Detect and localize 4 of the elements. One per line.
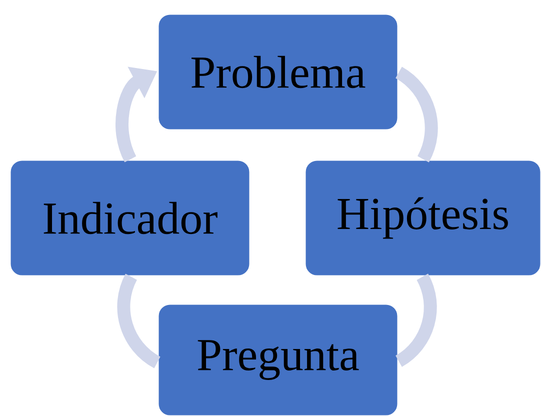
process-box: Hipótesis	[304, 159, 541, 277]
process-box: Problema	[157, 13, 399, 131]
process-box: Pregunta	[157, 303, 399, 416]
process-box: Indicador	[9, 159, 251, 277]
